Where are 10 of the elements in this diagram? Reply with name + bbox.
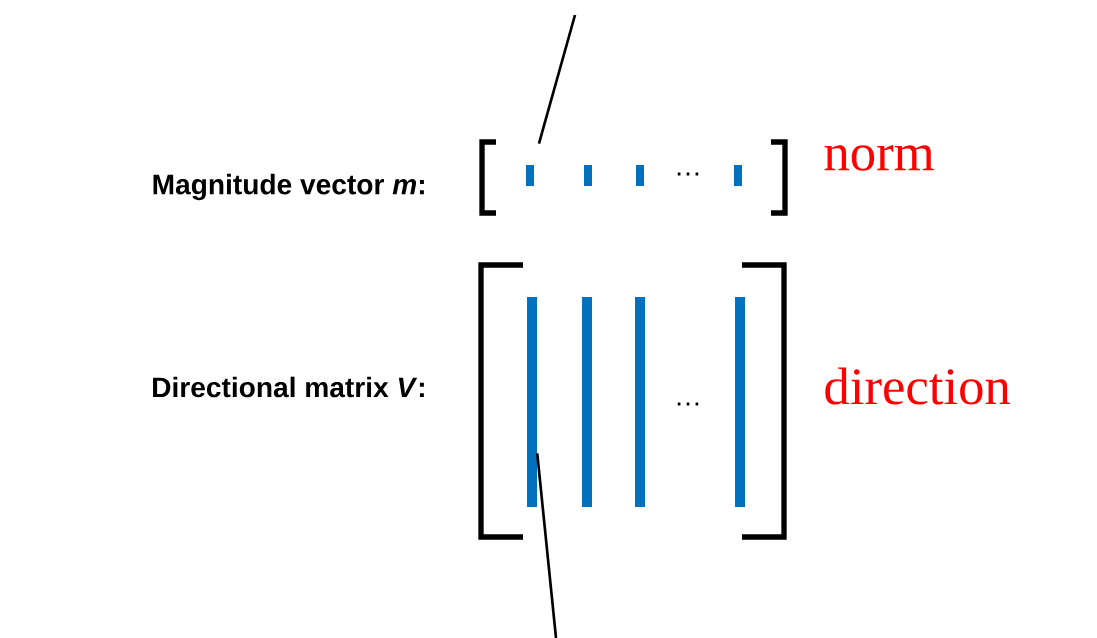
annotation-label: norm [824, 145, 934, 171]
matrix-column-bar [527, 297, 537, 507]
vector-entry-bar [526, 165, 534, 186]
leader-line [535, 453, 558, 638]
ellipsis: … [677, 172, 699, 176]
annotation-label: direction [825, 367, 1011, 405]
row-label: Directional matrix V: [153, 376, 424, 398]
leader-line [537, 14, 577, 144]
row-label: Magnitude vector m: [153, 173, 424, 201]
ellipsis: … [677, 402, 699, 406]
